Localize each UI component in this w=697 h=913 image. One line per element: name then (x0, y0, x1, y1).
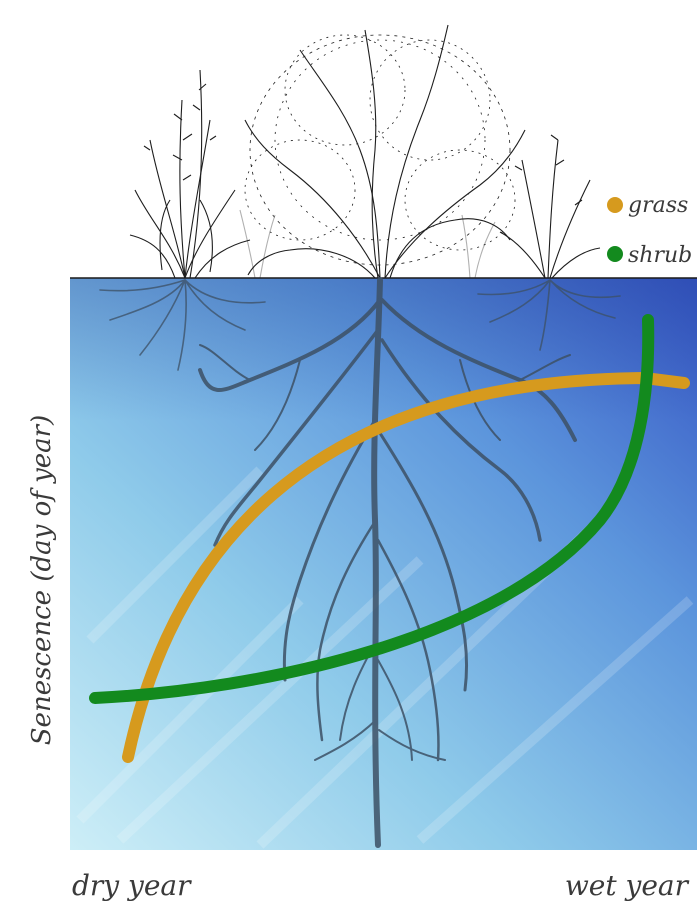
legend-shrub-label: shrub (628, 243, 692, 268)
x-axis-left-label: dry year (72, 869, 192, 902)
right-grass-tuft-icon (500, 135, 600, 278)
legend: grass shrub (607, 193, 692, 268)
left-grass-tuft-icon (130, 70, 250, 278)
central-shrub-icon (245, 25, 525, 278)
vegetation-icon (130, 25, 600, 278)
x-axis-right-label: wet year (565, 869, 690, 902)
legend-grass-label: grass (628, 193, 688, 218)
soil-moisture-panel (70, 278, 697, 850)
y-axis-label: Senescence (day of year) (27, 415, 57, 746)
legend-shrub-marker (607, 246, 623, 262)
legend-grass-marker (607, 197, 623, 213)
